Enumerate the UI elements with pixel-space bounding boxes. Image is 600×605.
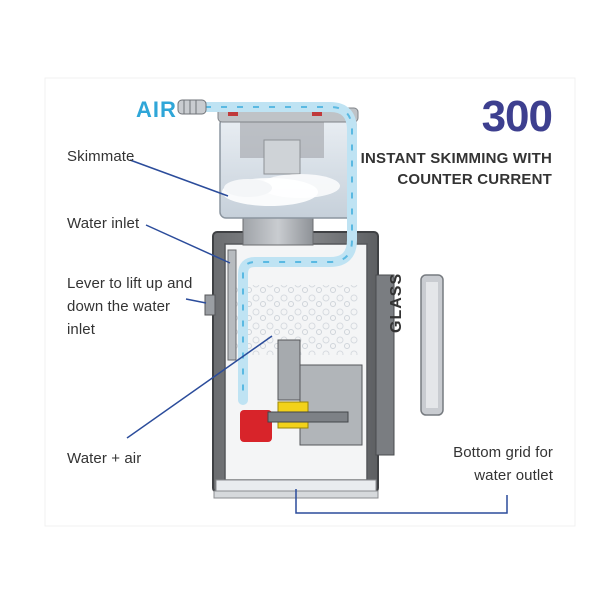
lever-label-line-2: down the water	[67, 297, 170, 316]
glass-label: GLASS	[388, 273, 406, 333]
lever-label-line-1: Lever to lift up and	[67, 274, 192, 293]
collection-cup	[218, 108, 358, 218]
water-air-label: Water + air	[67, 449, 141, 468]
skimmate-label: Skimmate	[67, 147, 134, 166]
bottom-grid-label-line-1: Bottom grid for	[453, 443, 553, 462]
lever-label-line-3: inlet	[67, 320, 95, 339]
air-label: AIR	[136, 97, 177, 123]
title-line-1: INSTANT SKIMMING WITH	[361, 150, 552, 167]
skimmate-callout-line	[130, 160, 228, 196]
model-number: 300	[482, 92, 552, 142]
inlet-lever	[205, 295, 215, 315]
lever-callout-line	[186, 299, 206, 303]
water-inlet-label: Water inlet	[67, 214, 139, 233]
glass-grid	[421, 275, 443, 415]
injector-tube	[278, 340, 300, 400]
air-connector	[178, 100, 206, 114]
bottom-grid-label-line-2: water outlet	[474, 466, 553, 485]
water-inlet-pipe	[228, 250, 236, 360]
pump-red-housing	[240, 410, 272, 442]
title-line-2: COUNTER CURRENT	[397, 171, 552, 188]
